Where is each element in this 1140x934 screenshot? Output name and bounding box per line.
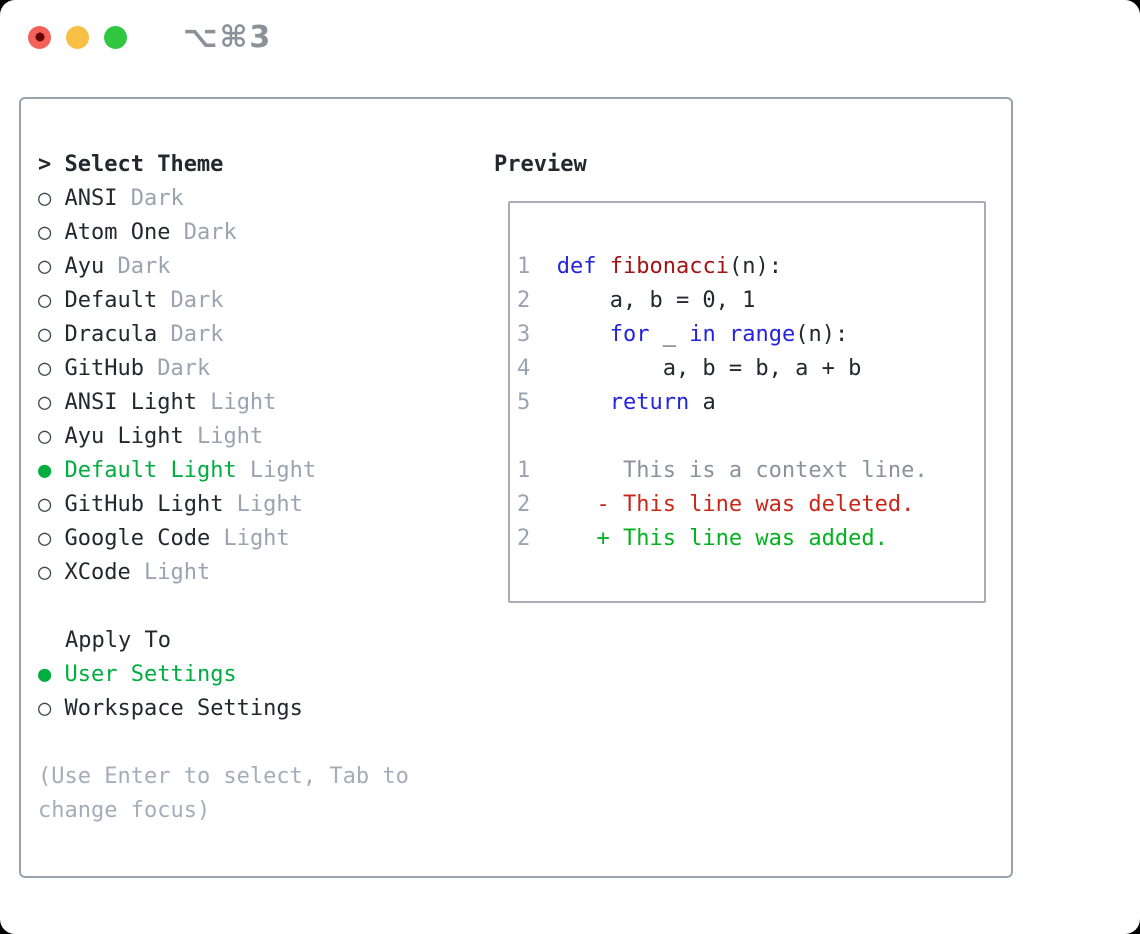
- select-theme-title: Select Theme: [64, 152, 224, 177]
- theme-option-label: GitHub: [51, 356, 144, 381]
- radio-unselected-icon: ○: [38, 322, 52, 347]
- theme-option-label: ANSI Light: [51, 390, 197, 415]
- section-gap: [38, 590, 482, 624]
- theme-option-label: GitHub Light: [51, 492, 224, 517]
- line-number: 3: [517, 322, 531, 347]
- preview-header: Preview: [494, 152, 587, 177]
- close-button[interactable]: [28, 25, 51, 49]
- theme-option-github-light[interactable]: ○ GitHub Light Light: [38, 488, 482, 522]
- theme-option-ayu-light[interactable]: ○ Ayu Light Light: [38, 420, 482, 454]
- line-number: 4: [517, 356, 531, 381]
- titlebar: ⌥⌘3: [0, 0, 1140, 74]
- line-number: 2: [517, 526, 531, 551]
- radio-unselected-icon: ○: [38, 526, 52, 551]
- theme-option-github[interactable]: ○ GitHub Dark: [38, 352, 482, 386]
- radio-unselected-icon: ○: [38, 220, 52, 245]
- diff-line-deleted: 2 - This line was deleted.: [517, 488, 984, 522]
- code-line: 5 return a: [517, 386, 984, 420]
- theme-option-ansi-light[interactable]: ○ ANSI Light Light: [38, 386, 482, 420]
- theme-option-label: Atom One: [51, 220, 171, 245]
- code-line: 3 for _ in range(n):: [517, 318, 984, 352]
- focus-caret-icon: >: [38, 152, 52, 177]
- apply-option-user-settings[interactable]: ● User Settings: [38, 658, 482, 692]
- theme-variant-tag: Dark: [157, 322, 224, 347]
- window-shortcut-label: ⌥⌘3: [183, 19, 273, 55]
- theme-variant-tag: Dark: [117, 186, 184, 211]
- theme-option-atom-one[interactable]: ○ Atom One Dark: [38, 216, 482, 250]
- code-line: 4 a, b = b, a + b: [517, 352, 984, 386]
- theme-option-label: Ayu: [51, 254, 105, 279]
- theme-variant-tag: Dark: [170, 220, 237, 245]
- code-line: 2 a, b = 0, 1: [517, 284, 984, 318]
- line-number: 1: [517, 254, 531, 279]
- select-theme-header: > Select Theme: [38, 148, 482, 182]
- theme-variant-tag: Light: [236, 458, 317, 483]
- theme-picker-panel: >Select Theme ○ ANSI Dark○ Atom One Dark…: [19, 97, 1013, 878]
- apply-option-label: User Settings: [51, 662, 237, 687]
- theme-option-label: ANSI: [51, 186, 118, 211]
- theme-option-label: Ayu Light: [51, 424, 184, 449]
- theme-option-dracula[interactable]: ○ Dracula Dark: [38, 318, 482, 352]
- radio-selected-icon: ●: [38, 458, 52, 483]
- close-dot-icon: [35, 32, 44, 42]
- theme-option-label: Default: [51, 288, 158, 313]
- theme-option-google-code[interactable]: ○ Google Code Light: [38, 522, 482, 556]
- diff-line-added: 2 + This line was added.: [517, 522, 984, 556]
- line-number: 1: [517, 458, 531, 483]
- radio-selected-icon: ●: [38, 662, 52, 687]
- zoom-button[interactable]: [104, 25, 127, 49]
- theme-variant-tag: Light: [130, 560, 211, 585]
- theme-variant-tag: Dark: [104, 254, 171, 279]
- radio-unselected-icon: ○: [38, 288, 52, 313]
- blank-line: [517, 420, 984, 454]
- theme-option-default-light[interactable]: ● Default Light Light: [38, 454, 482, 488]
- apply-option-label: Workspace Settings: [51, 696, 303, 721]
- line-number: 5: [517, 390, 531, 415]
- theme-variant-tag: Dark: [143, 356, 211, 381]
- theme-variant-tag: Light: [210, 526, 290, 551]
- theme-option-ansi[interactable]: ○ ANSI Dark: [38, 182, 482, 216]
- radio-unselected-icon: ○: [38, 424, 52, 449]
- theme-variant-tag: Light: [223, 492, 303, 517]
- apply-to-header: Apply To: [65, 628, 171, 653]
- theme-option-label: Default Light: [51, 458, 237, 483]
- line-number: 2: [517, 492, 531, 517]
- theme-option-default[interactable]: ○ Default Dark: [38, 284, 482, 318]
- theme-column: >Select Theme ○ ANSI Dark○ Atom One Dark…: [38, 148, 482, 828]
- theme-option-label: Dracula: [51, 322, 158, 347]
- radio-unselected-icon: ○: [38, 186, 52, 211]
- radio-unselected-icon: ○: [38, 696, 52, 721]
- theme-option-xcode[interactable]: ○ XCode Light: [38, 556, 482, 590]
- theme-list: ○ ANSI Dark○ Atom One Dark○ Ayu Dark○ De…: [38, 182, 482, 590]
- line-number: 2: [517, 288, 531, 313]
- theme-variant-tag: Dark: [157, 288, 224, 313]
- radio-unselected-icon: ○: [38, 492, 52, 517]
- radio-unselected-icon: ○: [38, 254, 52, 279]
- theme-variant-tag: Light: [196, 390, 277, 415]
- apply-option-workspace-settings[interactable]: ○ Workspace Settings: [38, 692, 482, 726]
- apply-to-list: ● User Settings○ Workspace Settings: [38, 658, 482, 726]
- radio-unselected-icon: ○: [38, 356, 52, 381]
- minimize-button[interactable]: [66, 25, 89, 49]
- radio-unselected-icon: ○: [38, 560, 52, 585]
- theme-variant-tag: Light: [183, 424, 264, 449]
- theme-option-ayu[interactable]: ○ Ayu Dark: [38, 250, 482, 284]
- theme-option-label: XCode: [51, 560, 131, 585]
- theme-option-label: Google Code: [51, 526, 211, 551]
- radio-unselected-icon: ○: [38, 390, 52, 415]
- diff-line-context: 1 This is a context line.: [517, 454, 984, 488]
- help-text: (Use Enter to select, Tab to change focu…: [38, 764, 409, 823]
